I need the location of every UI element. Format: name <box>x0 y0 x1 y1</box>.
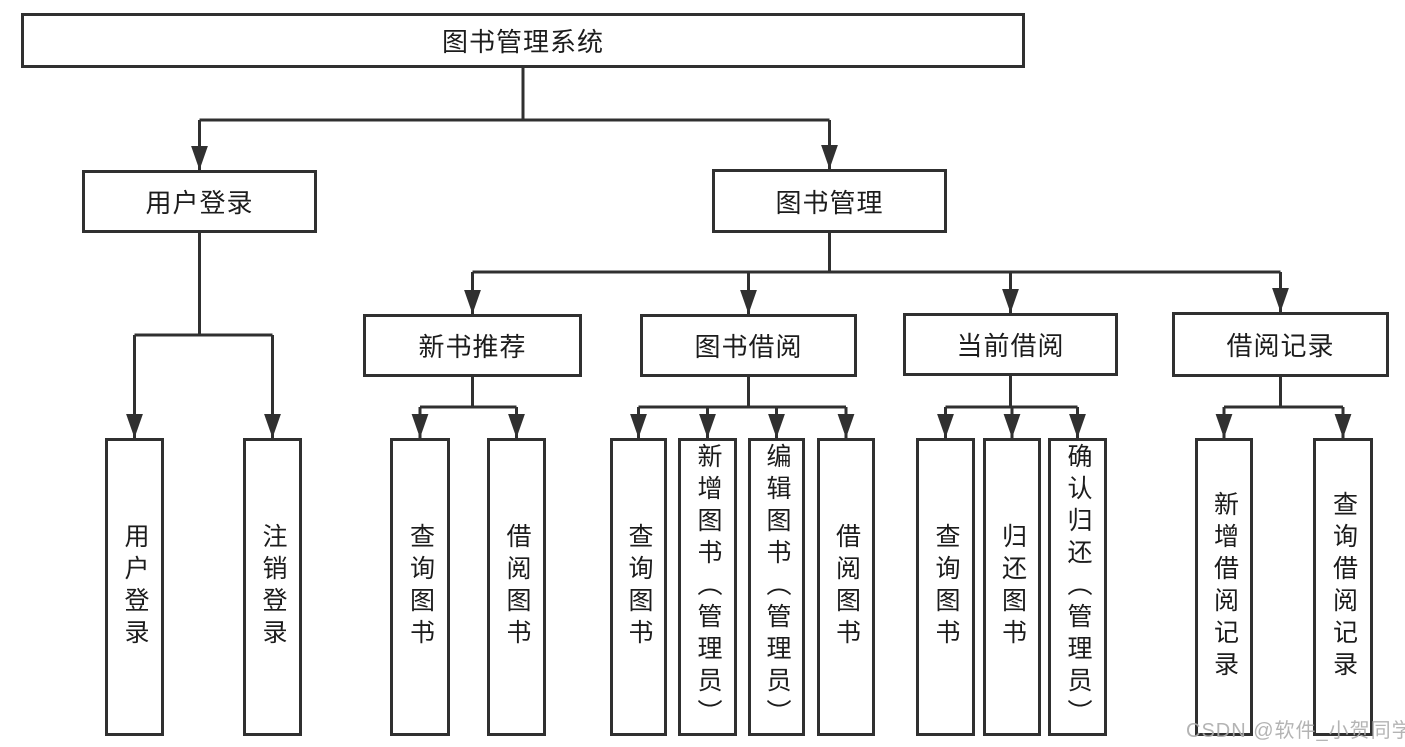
leaf-confirm-return-admin: 确认归还（管理员） <box>1048 438 1107 736</box>
csdn-watermark: CSDN @软件_小贺同学 <box>1186 720 1405 742</box>
leaf-add-borrow-record: 新增借阅记录 <box>1195 438 1253 736</box>
leaf-return-books-label: 归还图书 <box>998 523 1027 651</box>
leaf-query-books-recommend-label: 查询图书 <box>406 523 435 651</box>
node-book-management: 图书管理 <box>712 169 947 233</box>
leaf-query-books-borrow-label: 查询图书 <box>625 523 653 651</box>
leaf-query-books-recommend: 查询图书 <box>390 438 450 736</box>
leaf-query-books-borrow: 查询图书 <box>610 438 667 736</box>
node-book-borrow: 图书借阅 <box>640 314 857 377</box>
leaf-edit-book-admin-label: 编辑图书（管理员） <box>763 443 791 731</box>
leaf-query-borrow-record: 查询借阅记录 <box>1313 438 1373 736</box>
node-borrow-records: 借阅记录 <box>1172 312 1389 377</box>
node-new-book-recommend: 新书推荐 <box>363 314 582 377</box>
leaf-add-borrow-record-label: 新增借阅记录 <box>1210 491 1239 683</box>
leaf-query-books-current-label: 查询图书 <box>932 523 960 651</box>
leaf-query-books-current: 查询图书 <box>916 438 975 736</box>
leaf-logout: 注销登录 <box>243 438 302 736</box>
leaf-logout-label: 注销登录 <box>259 523 287 651</box>
leaf-query-borrow-record-label: 查询借阅记录 <box>1329 491 1358 683</box>
node-library-system: 图书管理系统 <box>21 13 1025 68</box>
leaf-add-book-admin: 新增图书（管理员） <box>678 438 737 736</box>
node-current-borrow: 当前借阅 <box>903 313 1118 376</box>
leaf-borrow-books: 借阅图书 <box>817 438 875 736</box>
node-user-login: 用户登录 <box>82 170 317 233</box>
leaf-edit-book-admin: 编辑图书（管理员） <box>748 438 805 736</box>
leaf-return-books: 归还图书 <box>983 438 1041 736</box>
leaf-borrow-books-recommend: 借阅图书 <box>487 438 546 736</box>
leaf-confirm-return-admin-label: 确认归还（管理员） <box>1064 443 1092 731</box>
leaf-borrow-books-label: 借阅图书 <box>832 523 861 651</box>
leaf-borrow-books-recommend-label: 借阅图书 <box>503 523 531 651</box>
leaf-add-book-admin-label: 新增图书（管理员） <box>694 443 722 731</box>
leaf-user-login-label: 用户登录 <box>121 523 149 651</box>
leaf-user-login: 用户登录 <box>105 438 164 736</box>
